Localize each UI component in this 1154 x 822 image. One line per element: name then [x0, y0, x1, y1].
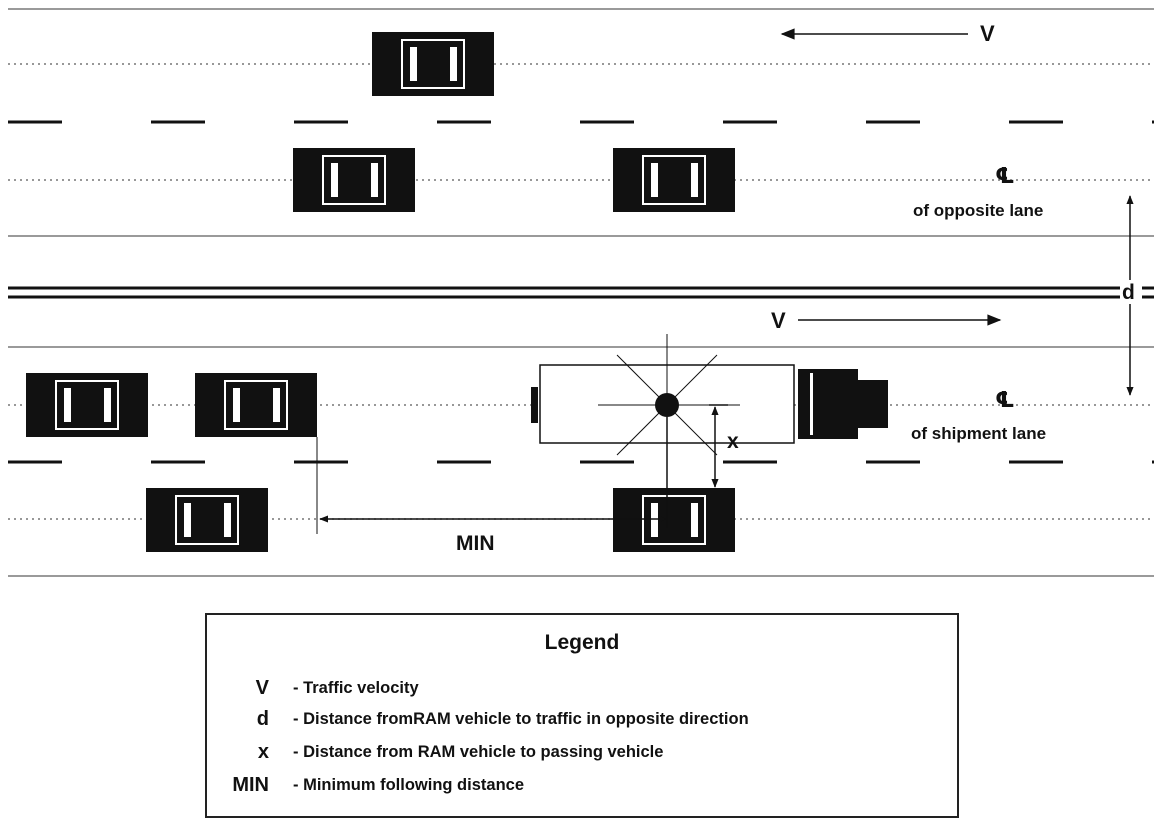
centerline-symbol-shipment: ℄ — [995, 387, 1015, 412]
legend-box: Legend V - Traffic velocity d - Distance… — [205, 613, 959, 818]
distance-d-label: d — [1122, 281, 1135, 304]
legend-item: d - Distance fromRAM vehicle to traffic … — [207, 708, 947, 736]
legend-symbol: d — [256, 708, 269, 730]
ram-truck — [531, 364, 888, 444]
shipment-lane-label: of shipment lane — [911, 424, 1046, 443]
car — [26, 373, 148, 437]
legend-item: V - Traffic velocity — [207, 677, 947, 705]
legend-symbol: x — [257, 741, 269, 763]
legend-description: - Distance from RAM vehicle to passing v… — [293, 743, 664, 761]
legend-title: Legend — [544, 631, 620, 654]
legend-symbol: V — [255, 677, 269, 699]
legend-item: x - Distance from RAM vehicle to passing… — [207, 741, 947, 769]
velocity-label-middle: V — [771, 308, 786, 333]
centerline-symbol-opposite: ℄ — [995, 163, 1015, 188]
car — [146, 488, 268, 552]
car — [613, 148, 735, 212]
min-label: MIN — [456, 532, 495, 555]
car — [372, 32, 494, 96]
legend-description: - Minimum following distance — [293, 776, 524, 794]
car — [293, 148, 415, 212]
legend-item: MIN - Minimum following distance — [207, 774, 947, 802]
legend-description: - Distance fromRAM vehicle to traffic in… — [293, 710, 749, 728]
passing-car — [613, 488, 735, 552]
legend-description: - Traffic velocity — [293, 679, 419, 697]
distance-x-label: x — [727, 430, 739, 453]
velocity-label-top: V — [980, 21, 995, 46]
car — [195, 373, 317, 437]
opposite-lane-label: of opposite lane — [913, 201, 1043, 220]
legend-symbol: MIN — [232, 774, 269, 796]
